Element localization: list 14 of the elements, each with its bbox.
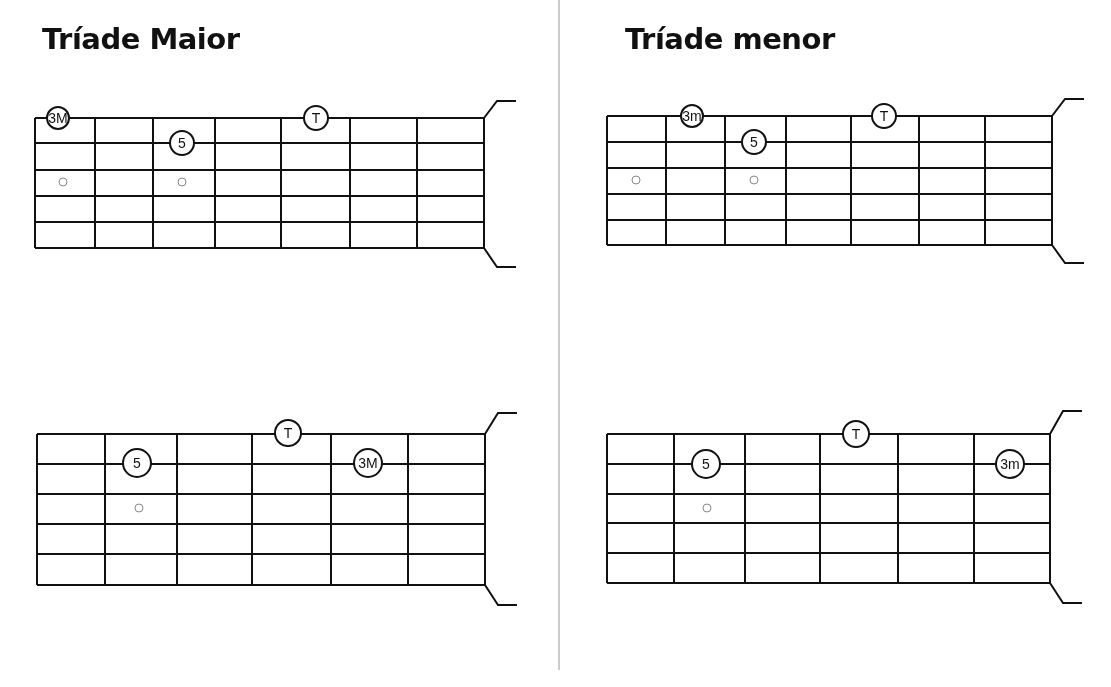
note-circle: 5 xyxy=(741,129,767,155)
note-circle: T xyxy=(871,103,897,129)
note-circle: 5 xyxy=(169,130,195,156)
note-circle: T xyxy=(274,419,302,447)
note-circle: 3M xyxy=(353,448,383,478)
heading: Tríade menor xyxy=(625,22,835,56)
note-circle: T xyxy=(842,420,870,448)
note-circle: T xyxy=(303,105,329,131)
note-circle: 5 xyxy=(691,449,721,479)
note-circle: 3m xyxy=(680,104,704,128)
heading: Tríade Maior xyxy=(42,22,240,56)
note-circle: 5 xyxy=(122,448,152,478)
note-circle: 3m xyxy=(995,449,1025,479)
note-circle: 3M xyxy=(46,106,70,130)
